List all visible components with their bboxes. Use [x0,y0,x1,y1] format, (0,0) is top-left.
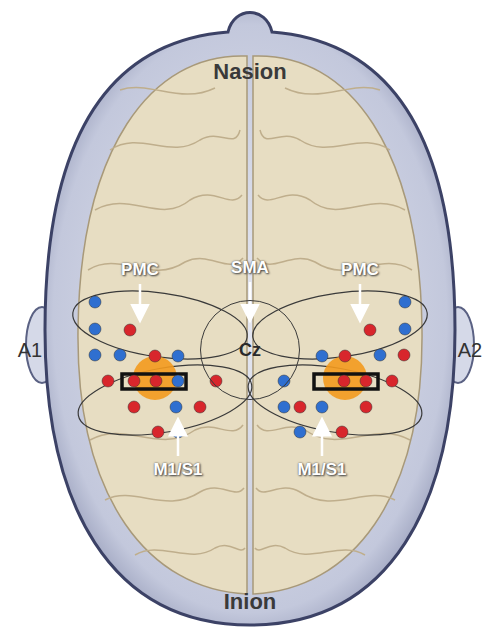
region-label: A2 [458,339,482,362]
stimulation-site [323,356,367,400]
region-label: PMC [121,260,159,280]
region-label: PMC [341,260,379,280]
electrode-pad [314,374,378,389]
region-circle: Cz [200,300,300,400]
region-label: SMA [231,258,269,278]
source-optodes [102,324,410,438]
region-label: M1/S1 [153,460,202,480]
region-ellipses [68,281,431,447]
region-label: Inion [224,589,277,615]
gyri [88,88,412,555]
region-label: Nasion [213,59,286,85]
left-hemisphere [78,56,247,594]
electrode-pad [122,374,186,389]
right-hemisphere [253,56,422,594]
region-label: A1 [18,339,42,362]
node-label: Cz [239,340,261,361]
detector-optodes [89,296,411,438]
stimulation-site [133,356,177,400]
region-label: M1/S1 [297,460,346,480]
head-outline [45,13,455,626]
leader-arrows [140,282,360,456]
